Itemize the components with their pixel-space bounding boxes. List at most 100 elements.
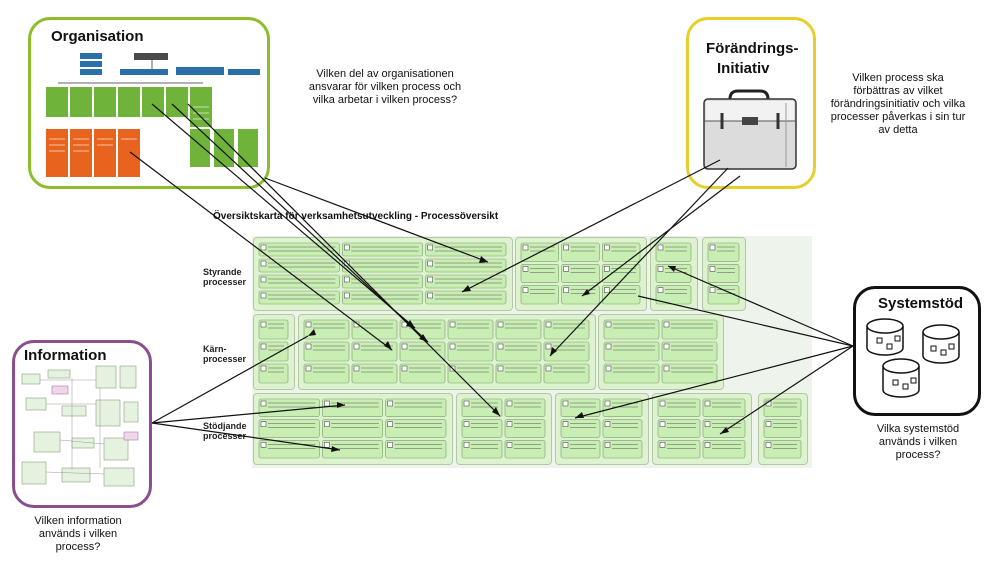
process-box xyxy=(655,264,692,283)
process-box xyxy=(707,264,740,283)
process-box xyxy=(763,419,802,438)
process-box xyxy=(504,440,546,459)
process-type-icon xyxy=(260,321,267,328)
process-type-icon xyxy=(260,365,267,372)
process-box xyxy=(425,290,507,305)
process-box xyxy=(425,274,507,289)
process-type-icon xyxy=(449,321,456,328)
process-box xyxy=(504,398,546,417)
process-box xyxy=(661,319,718,340)
process-type-icon xyxy=(605,365,612,372)
process-box xyxy=(447,363,494,384)
process-type-icon xyxy=(506,400,513,407)
process-box xyxy=(603,363,660,384)
process-type-icon xyxy=(427,244,433,251)
process-box xyxy=(602,264,641,283)
process-type-icon xyxy=(260,260,267,267)
process-box xyxy=(425,258,507,273)
process-box xyxy=(303,363,350,384)
briefcase-icon xyxy=(703,89,797,170)
systems-title: Systemstöd xyxy=(878,295,964,312)
process-box xyxy=(707,242,740,262)
process-type-icon xyxy=(709,244,716,251)
process-type-icon xyxy=(545,343,552,350)
process-box xyxy=(399,341,446,362)
process-box xyxy=(763,398,802,417)
process-boxes xyxy=(258,242,802,459)
process-type-icon xyxy=(260,244,267,251)
process-box xyxy=(258,258,340,273)
process-type-icon xyxy=(260,343,267,350)
process-type-icon xyxy=(401,343,408,350)
process-type-icon xyxy=(663,321,670,328)
process-type-icon xyxy=(765,421,772,427)
process-type-icon xyxy=(663,343,670,350)
process-type-icon xyxy=(463,400,470,407)
process-box xyxy=(351,363,398,384)
process-type-icon xyxy=(659,421,666,427)
process-type-icon xyxy=(545,321,552,328)
process-type-icon xyxy=(344,276,350,283)
process-box xyxy=(385,419,447,438)
process-box xyxy=(399,363,446,384)
process-type-icon xyxy=(427,260,433,267)
process-type-icon xyxy=(522,244,529,251)
process-box xyxy=(602,419,643,438)
process-box xyxy=(602,440,643,459)
process-box xyxy=(447,319,494,340)
database-cylinders-icon xyxy=(866,318,960,398)
process-box xyxy=(661,341,718,362)
process-box xyxy=(258,274,340,289)
process-type-icon xyxy=(704,442,711,448)
information-title: Information xyxy=(24,347,107,364)
process-type-icon xyxy=(604,421,611,427)
process-box xyxy=(447,341,494,362)
process-type-icon xyxy=(657,266,664,272)
process-box xyxy=(543,363,590,384)
process-box xyxy=(661,363,718,384)
process-box xyxy=(707,285,740,305)
row-label-styrande: Styrande processer xyxy=(203,267,247,287)
process-type-icon xyxy=(497,321,504,328)
process-box xyxy=(504,419,546,438)
organisation-title: Organisation xyxy=(51,28,144,45)
process-type-icon xyxy=(463,421,470,427)
process-box xyxy=(342,242,423,257)
initiative-title-line2: Initiativ xyxy=(717,60,770,77)
process-type-icon xyxy=(604,266,610,272)
org-chart-icon xyxy=(46,53,260,177)
process-type-icon xyxy=(260,442,267,448)
process-box xyxy=(520,264,559,283)
process-box xyxy=(657,398,701,417)
process-box xyxy=(322,440,383,459)
organisation-panel: Organisation xyxy=(28,17,270,189)
process-type-icon xyxy=(704,400,711,407)
process-type-icon xyxy=(563,266,569,272)
initiative-question: Vilken process ska förbättras av vilket … xyxy=(830,72,966,136)
connector-arrowheads xyxy=(308,256,729,452)
process-type-icon xyxy=(604,400,611,407)
row-label-karn: Kärn- processer xyxy=(203,344,247,364)
systems-question: Vilka systemstöd används i vilken proces… xyxy=(876,423,960,461)
process-type-icon xyxy=(497,343,504,350)
process-type-icon xyxy=(344,292,350,299)
process-type-icon xyxy=(709,266,716,272)
process-type-icon xyxy=(305,321,312,328)
process-type-icon xyxy=(522,266,529,272)
process-type-icon xyxy=(387,400,393,407)
process-box xyxy=(258,419,320,438)
process-box xyxy=(322,398,383,417)
process-type-icon xyxy=(545,365,552,372)
process-type-icon xyxy=(659,442,666,448)
process-box xyxy=(461,440,503,459)
process-box xyxy=(520,285,559,305)
process-type-icon xyxy=(497,365,504,372)
information-question: Vilken information används i vilken proc… xyxy=(34,515,122,553)
process-box xyxy=(495,363,542,384)
information-panel: Information xyxy=(12,340,152,508)
process-type-icon xyxy=(344,244,350,251)
process-box xyxy=(561,264,600,283)
process-box xyxy=(495,341,542,362)
process-type-icon xyxy=(562,421,569,427)
